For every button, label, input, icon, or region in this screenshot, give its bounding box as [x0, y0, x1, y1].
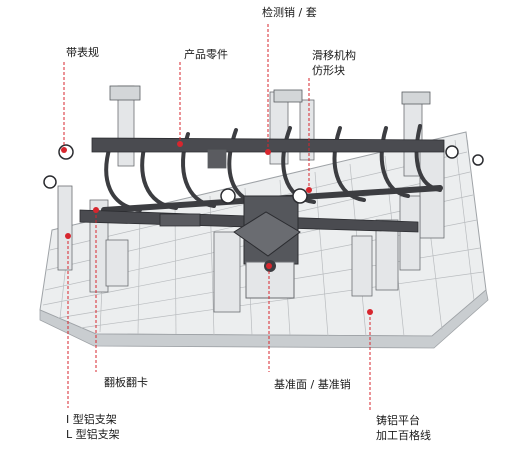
- flip-clamps: [109, 85, 431, 169]
- callout-inspection-pin: 检测销 / 套: [262, 6, 317, 19]
- callout-flip-clamp: 翻板翻卡: [104, 376, 148, 389]
- callout-leaders: [61, 24, 373, 410]
- callout-cast-platform-line1: 铸铝平台: [376, 414, 420, 427]
- callout-bracket-line2: L 型铝支架: [66, 428, 120, 441]
- callout-cast-platform-line2: 加工百格线: [376, 429, 431, 442]
- callout-product-part: 产品零件: [184, 48, 228, 61]
- callout-datum: 基准面 / 基准销: [274, 378, 351, 391]
- callout-slide-mechanism-line2: 仿形块: [312, 64, 345, 77]
- callout-slide-mechanism-line1: 滑移机构: [312, 49, 356, 62]
- callout-bracket-line1: I 型铝支架: [66, 413, 117, 426]
- callout-dial-gauge: 带表规: [66, 46, 99, 59]
